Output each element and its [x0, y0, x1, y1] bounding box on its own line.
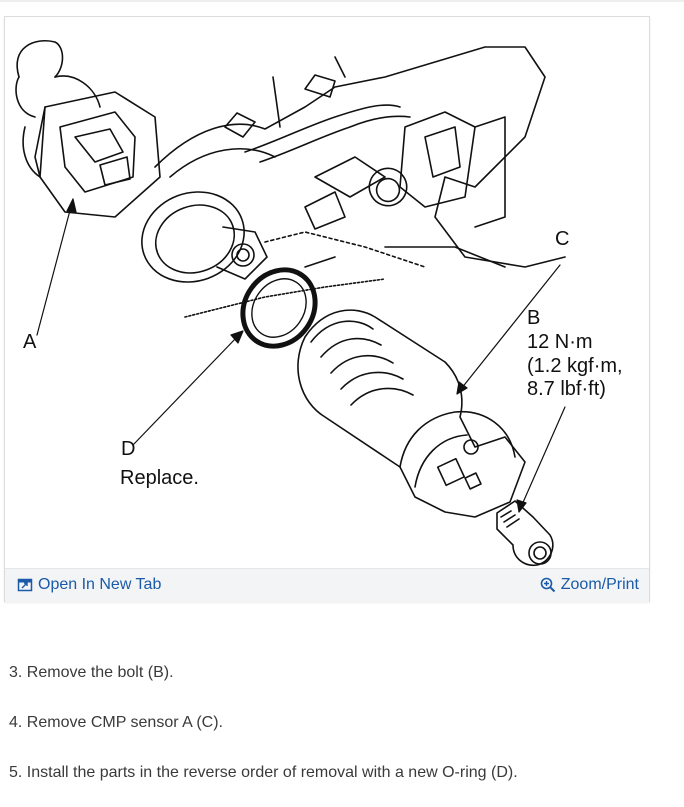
sensor-bore	[141, 191, 268, 283]
cmp-sensor-diagram: A C B 12 N·m (1.2 kgf·m, 8.7 lbf·ft) D R…	[15, 40, 623, 567]
callout-c-label: C	[555, 228, 569, 250]
figure-card: A C B 12 N·m (1.2 kgf·m, 8.7 lbf·ft) D R…	[4, 16, 650, 602]
callout-b-torque-line3: 8.7 lbf·ft)	[527, 378, 606, 400]
leader-lines	[36, 198, 566, 513]
callout-a-label: A	[23, 331, 37, 353]
open-in-new-tab-link[interactable]: Open In New Tab	[17, 575, 161, 595]
step-5: 5. Install the parts in the reverse orde…	[9, 764, 518, 781]
callout-d-label: D	[121, 438, 135, 460]
zoom-print-link[interactable]: Zoom/Print	[540, 575, 639, 595]
o-ring	[240, 267, 318, 349]
callout-d-note: Replace.	[120, 467, 199, 489]
callout-b-torque-line1: 12 N·m	[527, 331, 593, 353]
open-in-new-tab-icon	[17, 578, 33, 592]
figure-toolbar: Open In New Tab Zoom/Print	[5, 568, 649, 602]
top-divider	[0, 0, 684, 2]
callout-b-label: B	[527, 307, 540, 329]
cmp-sensor	[297, 309, 526, 518]
step-3: 3. Remove the bolt (B).	[9, 664, 174, 681]
callout-b-torque-line2: (1.2 kgf·m,	[527, 355, 623, 377]
engine-housing	[154, 46, 566, 318]
zoom-icon	[540, 577, 555, 593]
step-4: 4. Remove CMP sensor A (C).	[9, 714, 223, 731]
bolt-b	[496, 500, 554, 567]
open-in-new-tab-label: Open In New Tab	[38, 576, 162, 593]
zoom-print-label: Zoom/Print	[560, 576, 639, 593]
connector-a	[15, 40, 161, 218]
